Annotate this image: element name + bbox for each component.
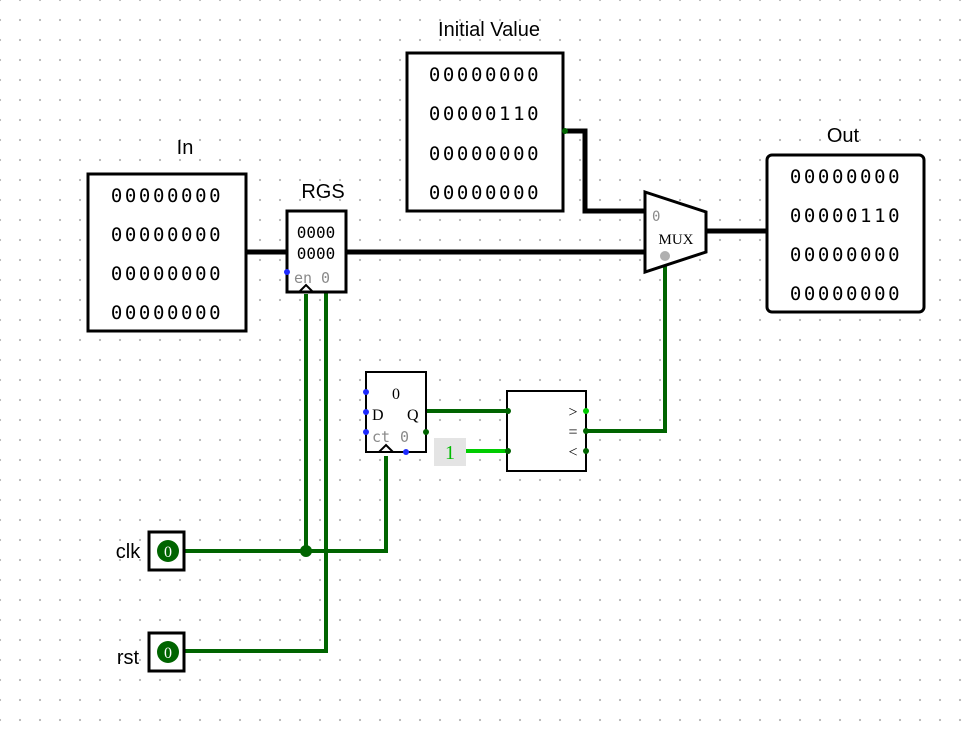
rst-label: rst — [117, 647, 140, 669]
comparator-input-b-pin — [505, 448, 511, 454]
register-clock-triangle-icon — [298, 283, 314, 293]
comparator-eq-pin — [583, 428, 589, 434]
comparator-gt-pin — [583, 408, 589, 414]
comparator-lt-pin — [583, 448, 589, 454]
out-row-4: 00000000 — [790, 283, 902, 305]
initial-value-row-3: 00000000 — [429, 143, 541, 165]
clk-input[interactable]: clk 0 — [116, 530, 186, 572]
clk-junction-dot — [300, 545, 312, 557]
out-frame — [765, 153, 926, 314]
wires — [184, 128, 771, 653]
register-value-row-2: 0000 — [297, 244, 336, 263]
comparator-lt-label: < — [568, 444, 577, 461]
initial-value-display[interactable]: Initial Value 00000000 00000110 00000000… — [405, 19, 568, 213]
flipflop-pin-top — [363, 389, 369, 395]
comparator-gt-label: > — [568, 404, 577, 421]
initial-value-row-2: 00000110 — [429, 103, 541, 125]
out-row-1: 00000000 — [790, 166, 902, 188]
comparator-input-a-pin — [505, 408, 511, 414]
flipflop-d-label: D — [372, 407, 384, 424]
in-frame — [86, 172, 248, 333]
clk-state-led — [157, 540, 179, 562]
mux-select-pin — [660, 251, 670, 261]
wire-compare-to-mux-select[interactable] — [586, 258, 667, 433]
wire-rst-to-register[interactable] — [184, 290, 328, 653]
out-title: Out — [827, 125, 860, 147]
out-row-3: 00000000 — [790, 244, 902, 266]
clk-label: clk — [116, 541, 141, 563]
constant-one[interactable]: 1 — [434, 438, 466, 466]
flipflop-clock-triangle-icon — [378, 443, 394, 453]
in-row-1: 00000000 — [111, 185, 223, 207]
in-row-2: 00000000 — [111, 224, 223, 246]
mux-input-0-label: 0 — [652, 209, 660, 225]
flipflop-state-value: 0 — [392, 386, 400, 403]
register-enable-label: en — [294, 269, 312, 287]
bus-initial-to-mux[interactable] — [560, 128, 651, 214]
initial-value-row-4: 00000000 — [429, 182, 541, 204]
comparator[interactable]: > = < — [505, 390, 589, 472]
rst-value: 0 — [164, 645, 172, 662]
initial-value-frame — [405, 51, 565, 213]
flipflop-pin-d — [363, 409, 369, 415]
in-display[interactable]: In 00000000 00000000 00000000 00000000 — [86, 137, 248, 333]
register-frame — [285, 209, 348, 294]
flipflop-ct-label: ct — [372, 428, 390, 446]
multiplexer[interactable]: 0 MUX — [643, 189, 708, 275]
initial-value-output-pin — [562, 128, 568, 134]
flipflop-pin-right — [423, 429, 429, 435]
flipflop-pin-bottom — [403, 449, 409, 455]
mux-body — [643, 189, 708, 275]
register-value-row-1: 0000 — [297, 223, 336, 242]
in-row-3: 00000000 — [111, 263, 223, 285]
initial-value-row-1: 00000000 — [429, 64, 541, 86]
comparator-eq-label: = — [568, 424, 577, 441]
mux-label: MUX — [658, 232, 693, 248]
clk-value: 0 — [164, 544, 172, 561]
out-display[interactable]: Out 00000000 00000110 00000000 00000000 — [765, 125, 926, 314]
flipflop-q-label: Q — [407, 407, 419, 424]
rst-input[interactable]: rst 0 — [117, 631, 186, 673]
register-rgs[interactable]: RGS 0000 0000 en 0 — [284, 181, 348, 294]
constant-value: 1 — [445, 442, 455, 464]
constant-background — [434, 438, 466, 466]
in-row-4: 00000000 — [111, 302, 223, 324]
flipflop[interactable]: 0 D Q ct 0 — [363, 371, 429, 455]
register-enable-value: 0 — [321, 269, 330, 287]
in-title: In — [177, 137, 194, 159]
wire-clk-to-flipflop[interactable] — [184, 456, 388, 553]
flipflop-pin-ct — [363, 429, 369, 435]
register-enable-pin — [284, 269, 290, 275]
flipflop-ct-value: 0 — [400, 428, 409, 446]
comparator-frame — [506, 390, 587, 472]
out-row-2: 00000110 — [790, 205, 902, 227]
initial-value-title: Initial Value — [438, 19, 540, 41]
flipflop-frame — [365, 371, 427, 453]
rst-state-led — [157, 641, 179, 663]
register-title: RGS — [301, 181, 344, 203]
